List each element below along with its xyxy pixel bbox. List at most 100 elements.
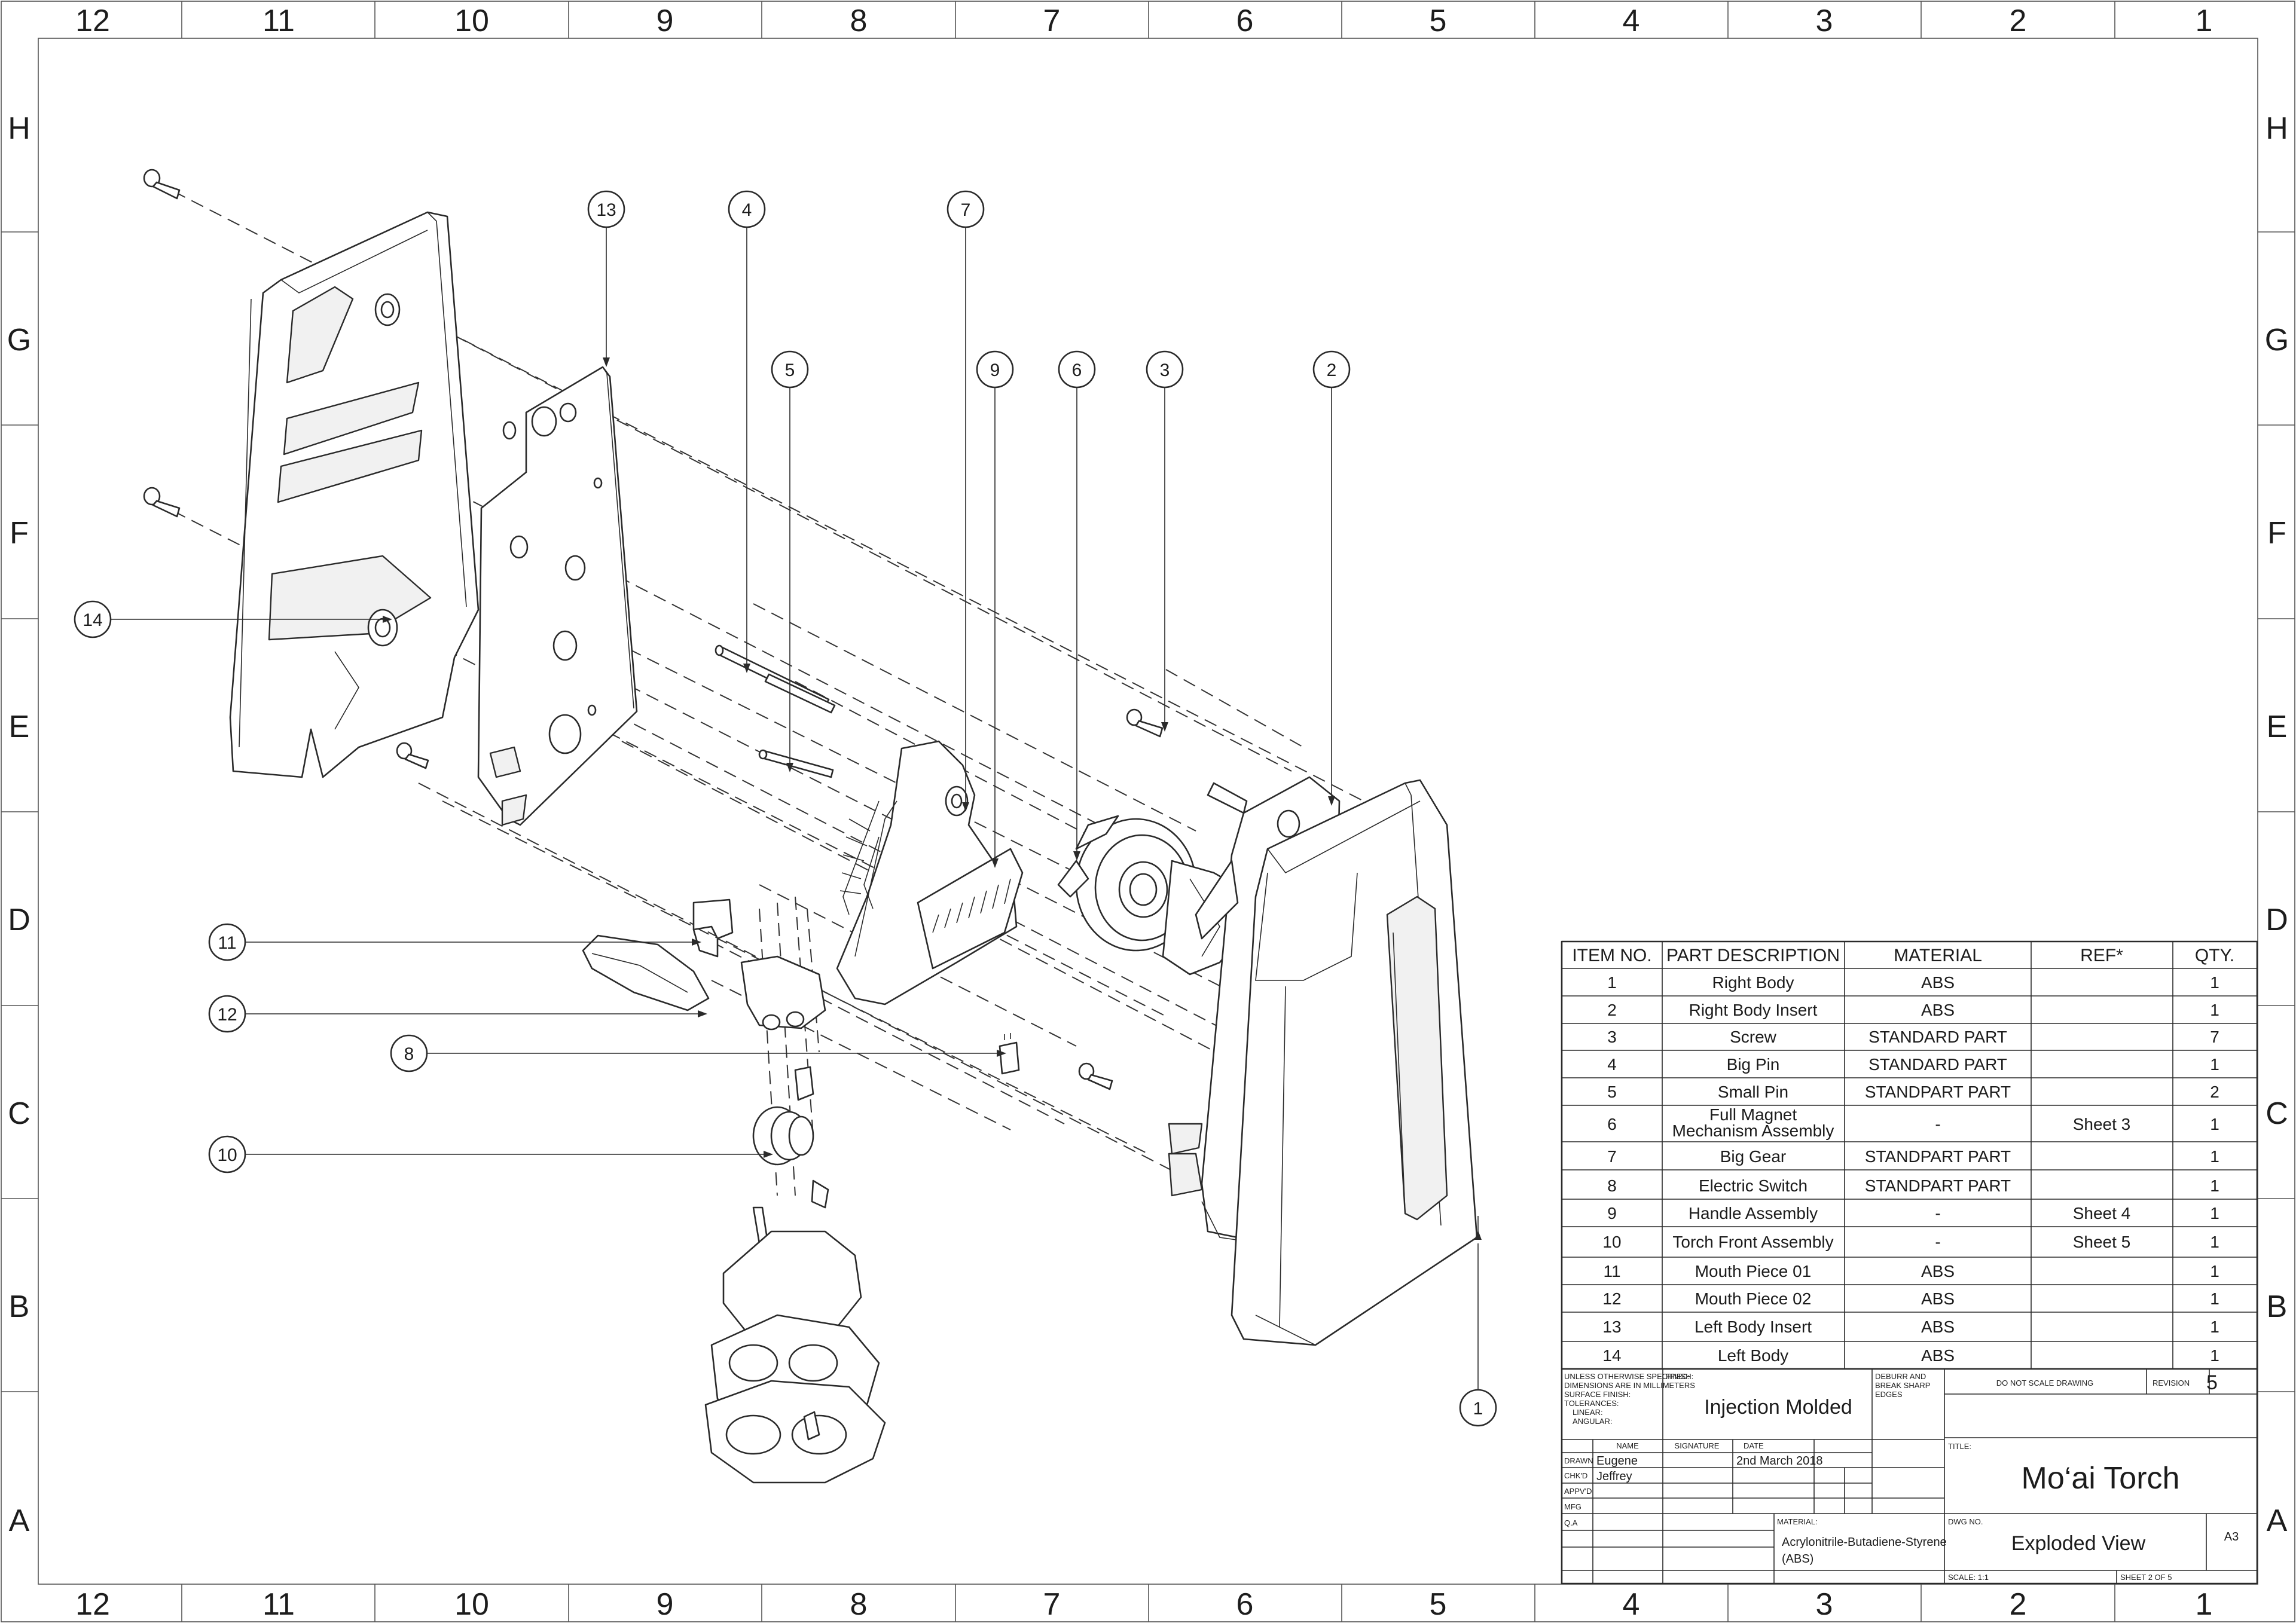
zone-row-c-right: C bbox=[2266, 1096, 2288, 1131]
bom-cell: Right Body bbox=[1712, 973, 1794, 992]
zone-row-f-left: F bbox=[10, 516, 29, 551]
zone-row-e-left: E bbox=[9, 710, 30, 744]
bom-cell: 1 bbox=[2210, 1289, 2219, 1308]
bom-cell: Left Body Insert bbox=[1694, 1318, 1812, 1336]
col-signature: SIGNATURE bbox=[1675, 1441, 1720, 1450]
bom-header-desc: PART DESCRIPTION bbox=[1666, 946, 1840, 965]
bill-of-materials: ITEM NO. PART DESCRIPTION MATERIAL REF* … bbox=[1561, 940, 2258, 1370]
balloon-3: 3 bbox=[1160, 360, 1170, 380]
bom-cell: ABS bbox=[1921, 1346, 1955, 1365]
bom-cell: Small Pin bbox=[1718, 1083, 1788, 1101]
material-value: (ABS) bbox=[1782, 1552, 1813, 1566]
bom-cell: Right Body Insert bbox=[1689, 1001, 1818, 1019]
zone-row-g-right: G bbox=[2265, 323, 2289, 357]
scale-value: SCALE: 1:1 bbox=[1948, 1573, 1989, 1582]
balloon-11: 11 bbox=[218, 933, 236, 953]
bom-cell: - bbox=[1935, 1204, 1940, 1222]
bom-cell: 1 bbox=[2210, 1262, 2219, 1280]
title-block: UNLESS OTHERWISE SPECIFIED: DIMENSIONS A… bbox=[1561, 1368, 2258, 1585]
bom-cell: 6 bbox=[1607, 1115, 1617, 1133]
dwg-no-label: DWG NO. bbox=[1948, 1517, 1983, 1526]
bom-cell: Mouth Piece 02 bbox=[1695, 1289, 1812, 1308]
bom-cell: 13 bbox=[1602, 1318, 1621, 1336]
zone-col-11-bottom: 11 bbox=[262, 1587, 295, 1622]
zone-column-ticks bbox=[181, 1, 2115, 1622]
drawn-date: 2nd March 2018 bbox=[1736, 1454, 1823, 1468]
zone-col-5-top: 5 bbox=[1430, 4, 1447, 38]
zone-row-g-left: G bbox=[7, 323, 31, 357]
zone-col-12-bottom: 12 bbox=[75, 1587, 110, 1622]
bom-cell: ABS bbox=[1921, 1289, 1955, 1308]
part-right-body bbox=[1231, 779, 1478, 1346]
zone-col-2-bottom: 2 bbox=[2010, 1587, 2027, 1622]
balloon-4: 4 bbox=[742, 200, 752, 220]
zone-row-e-right: E bbox=[2267, 710, 2288, 744]
bom-cell: STANDPART PART bbox=[1865, 1147, 2011, 1166]
do-not-scale-note: DO NOT SCALE DRAWING bbox=[1996, 1379, 2094, 1387]
deburr-note: BREAK SHARP bbox=[1875, 1381, 1930, 1390]
zone-row-f-right: F bbox=[2267, 516, 2286, 551]
zone-col-3-bottom: 3 bbox=[1816, 1587, 1833, 1622]
zone-col-10-bottom: 10 bbox=[454, 1587, 489, 1622]
balloon-8: 8 bbox=[404, 1044, 414, 1064]
drawing-title: Mo‘ai Torch bbox=[2022, 1461, 2180, 1496]
zone-row-ticks bbox=[1, 231, 2295, 1392]
part-magnet-mechanism bbox=[1057, 815, 1257, 976]
bom-cell: 1 bbox=[2210, 973, 2219, 992]
bom-cell: 1 bbox=[2210, 1233, 2219, 1251]
bom-cell: 5 bbox=[1607, 1083, 1617, 1101]
zone-row-labels-left: H G F E D C B A bbox=[7, 111, 31, 1538]
balloon-5: 5 bbox=[785, 360, 795, 380]
tolerance-note: UNLESS OTHERWISE SPECIFIED: bbox=[1564, 1372, 1690, 1381]
bom-cell: 1 bbox=[2210, 1176, 2219, 1195]
zone-row-c-left: C bbox=[8, 1096, 30, 1131]
bom-cell: STANDARD PART bbox=[1868, 1028, 2007, 1046]
balloon-6: 6 bbox=[1072, 360, 1082, 380]
bom-cell: ABS bbox=[1921, 973, 1955, 992]
col-date: DATE bbox=[1744, 1441, 1764, 1450]
balloon-2: 2 bbox=[1327, 360, 1337, 380]
part-electric-switch bbox=[999, 1033, 1020, 1075]
zone-col-10-top: 10 bbox=[454, 4, 489, 38]
checked-name: Jeffrey bbox=[1596, 1470, 1632, 1483]
zone-row-d-left: D bbox=[8, 903, 30, 937]
finish-value: Injection Molded bbox=[1704, 1396, 1852, 1419]
bom-cell: Big Pin bbox=[1727, 1055, 1780, 1074]
bom-cell: 1 bbox=[2210, 1204, 2219, 1222]
bom-cell: Screw bbox=[1730, 1028, 1777, 1046]
finish-label: FINISH: bbox=[1666, 1372, 1693, 1381]
part-left-body bbox=[229, 211, 480, 778]
tolerance-note: SURFACE FINISH: bbox=[1564, 1390, 1631, 1399]
zone-col-4-bottom: 4 bbox=[1623, 1587, 1640, 1622]
zone-row-h-right: H bbox=[2266, 111, 2288, 146]
part-small-pin bbox=[758, 749, 834, 778]
balloon-callouts: 13 4 7 5 9 6 3 2 14 11 12 8 10 1 bbox=[74, 190, 1497, 1427]
zone-column-labels-top: 12 11 10 9 8 7 6 5 4 3 2 1 bbox=[75, 4, 2212, 38]
zone-col-1-bottom: 1 bbox=[2196, 1587, 2213, 1622]
bom-cell: Full Magnet bbox=[1709, 1105, 1797, 1124]
bom-cell: 1 bbox=[2210, 1318, 2219, 1336]
zone-column-labels-bottom: 12 11 10 9 8 7 6 5 4 3 2 1 bbox=[75, 1587, 2212, 1622]
zone-col-1-top: 1 bbox=[2196, 4, 2213, 38]
col-name: NAME bbox=[1616, 1441, 1639, 1450]
bom-cell: 1 bbox=[2210, 1055, 2219, 1074]
revision-label: REVISION bbox=[2152, 1379, 2190, 1387]
bom-cell: 8 bbox=[1607, 1176, 1617, 1195]
bom-cell: 9 bbox=[1607, 1204, 1617, 1222]
tolerance-note: DIMENSIONS ARE IN MILLIMETERS bbox=[1564, 1381, 1695, 1390]
zone-row-b-right: B bbox=[2267, 1289, 2288, 1324]
zone-col-9-top: 9 bbox=[657, 4, 674, 38]
bom-cell: Sheet 3 bbox=[2073, 1115, 2131, 1133]
zone-row-h-left: H bbox=[8, 111, 30, 146]
balloon-12: 12 bbox=[217, 1005, 237, 1025]
bom-cell: 2 bbox=[1607, 1001, 1617, 1019]
sheet-number: SHEET 2 OF 5 bbox=[2120, 1573, 2172, 1582]
zone-col-6-bottom: 6 bbox=[1236, 1587, 1254, 1622]
zone-row-d-right: D bbox=[2266, 903, 2288, 937]
bom-cell: ABS bbox=[1921, 1001, 1955, 1019]
exploded-view bbox=[143, 169, 1478, 1484]
deburr-note: EDGES bbox=[1875, 1390, 1903, 1399]
material-label: MATERIAL: bbox=[1777, 1517, 1818, 1526]
part-mouth-piece-02 bbox=[692, 898, 734, 958]
